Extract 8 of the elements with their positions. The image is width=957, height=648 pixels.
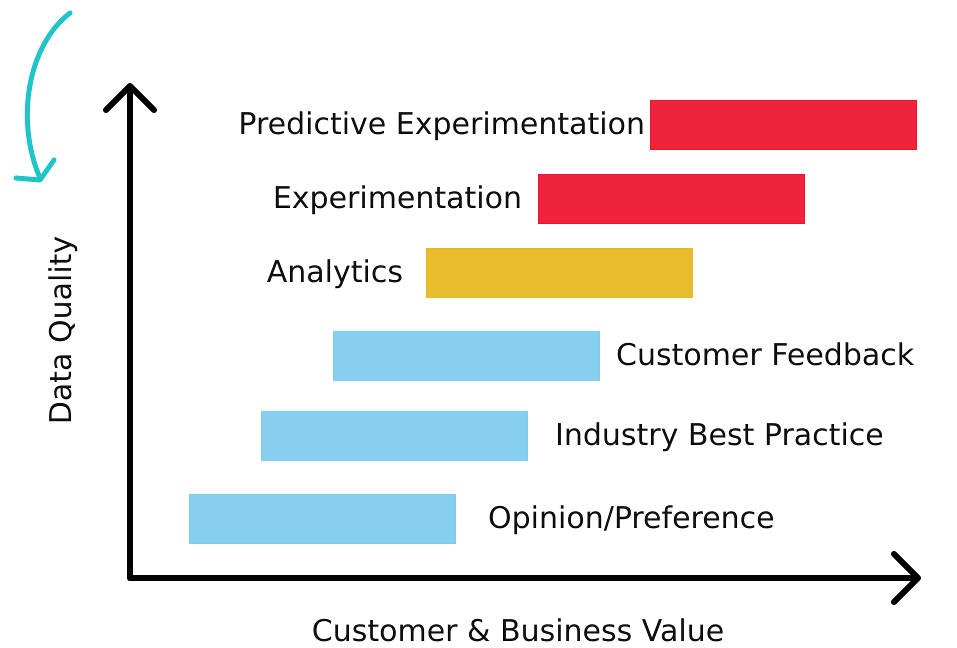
- bar-label: Predictive Experimentation: [238, 107, 645, 143]
- axis-title: Data Quality: [44, 236, 80, 424]
- bar-label: Customer Feedback: [616, 338, 914, 374]
- axis-title: Customer & Business Value: [312, 614, 724, 648]
- bar-label: Experimentation: [272, 181, 522, 217]
- bar-label: Opinion/Preference: [488, 501, 775, 537]
- bar-label: Analytics: [266, 255, 403, 291]
- bar-label: Industry Best Practice: [555, 418, 884, 454]
